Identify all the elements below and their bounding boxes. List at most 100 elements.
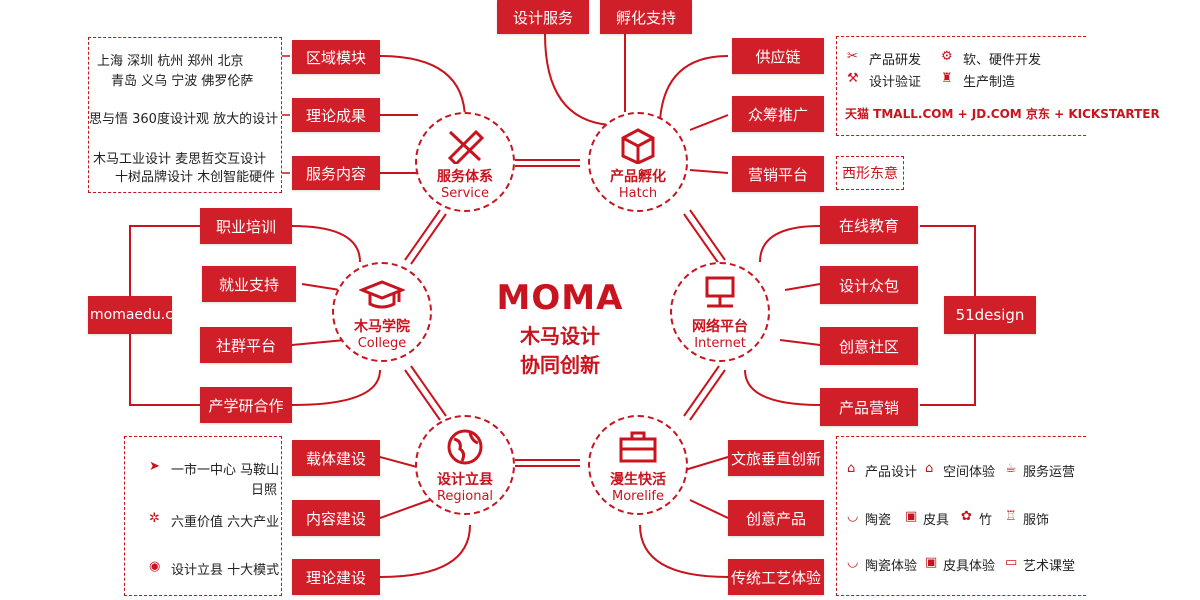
51design-link-label: 51design <box>955 306 1025 324</box>
community-platform-label: 社群平台 <box>215 336 276 355</box>
cup-icon: ☕ <box>1005 461 1017 476</box>
art-class-icon: ▭ <box>1005 555 1018 570</box>
online-education-label: 在线教育 <box>838 216 899 235</box>
xixing-label: 西形东意 <box>842 166 898 182</box>
design-service-box: 设计服务 <box>497 0 589 34</box>
gear-icon: ⚙ <box>941 49 953 64</box>
hub-regional-en: Regional <box>436 488 494 504</box>
design-crowdsourcing-label: 设计众包 <box>838 276 899 295</box>
employment-support-box: 就业支持 <box>202 266 296 302</box>
product-marketing-label: 产品营销 <box>838 398 899 417</box>
content-construction-label: 内容建设 <box>305 509 366 528</box>
design-verification-text: 设计验证 <box>869 75 922 90</box>
design-crowdsourcing-box: 设计众包 <box>820 266 918 304</box>
hub-hatch-zh: 产品孵化 <box>610 168 666 185</box>
morelife-ceramics: 陶瓷 <box>865 513 892 528</box>
incubation-support-box: 孵化支持 <box>600 0 692 34</box>
software-hardware-text: 软、硬件开发 <box>963 53 1042 68</box>
content-construction-box: 内容建设 <box>292 500 380 536</box>
hub-hatch-en: Hatch <box>618 185 658 201</box>
subsidiaries-row-2: 十树品牌设计 木创智能硬件 <box>115 170 276 185</box>
shirt-icon: ♖ <box>1005 509 1017 524</box>
hub-regional: 设计立县 Regional <box>415 415 515 515</box>
monitor-network-icon <box>705 276 735 307</box>
morelife-space-experience: 空间体验 <box>943 465 996 480</box>
service-content-label: 服务内容 <box>305 164 366 183</box>
sparkle-icon: ✲ <box>149 511 160 526</box>
carrier-construction-box: 载体建设 <box>292 440 380 476</box>
center-line-2: 协同创新 <box>520 353 600 377</box>
regional-line-2: 六重价值 六大产业 <box>171 515 280 530</box>
cities-row-1: 上海 深圳 杭州 郑州 北京 <box>97 54 244 69</box>
momaedu-link-label: momaedu.com <box>90 307 196 323</box>
theory-results-box: 理论成果 <box>292 98 380 132</box>
regional-line-1: 一市一中心 马鞍山 <box>171 463 280 478</box>
crowdfunding-box: 众筹推广 <box>732 96 824 132</box>
target-icon: ◉ <box>149 559 161 574</box>
graduation-cap-icon <box>359 279 405 308</box>
moma-logo: MOMA <box>496 278 624 318</box>
toolbox-icon <box>619 431 657 462</box>
product-rd-text: 产品研发 <box>869 53 922 68</box>
hub-morelife-en: Morelife <box>611 488 665 504</box>
send-icon: ➤ <box>149 459 160 474</box>
morelife-bamboo: 竹 <box>979 513 993 528</box>
works-row: 思与悟 360度设计观 放大的设计 <box>89 112 279 127</box>
morelife-art-class: 艺术课堂 <box>1023 559 1076 574</box>
industry-collab-label: 产学研合作 <box>208 396 284 415</box>
supply-chain-label: 供应链 <box>755 47 801 66</box>
tourism-innovation-label: 文旅垂直创新 <box>730 449 821 468</box>
regional-line-3: 设计立县 十大模式 <box>171 563 280 578</box>
morelife-panel: ⌂ 产品设计 ⌂ 空间体验 ☕ 服务运营 ◡ 陶瓷 ▣ 皮具 ✿ 竹 ♖ 服饰 … <box>836 436 1086 596</box>
online-education-box: 在线教育 <box>820 206 918 244</box>
hub-internet: 网络平台 Internet <box>670 262 770 362</box>
hub-service-en: Service <box>440 185 490 201</box>
ruler-pencil-icon <box>447 129 485 164</box>
hub-internet-en: Internet <box>694 335 746 351</box>
regional-panel: ➤ 一市一中心 马鞍山 日照 ✲ 六重价值 六大产业 ◉ 设计立县 十大模式 <box>124 436 282 596</box>
leather-exp-icon: ▣ <box>925 555 938 570</box>
theory-construction-box: 理论建设 <box>292 559 380 595</box>
manufacturing-text: 生产制造 <box>963 75 1016 90</box>
service-content-box: 服务内容 <box>292 156 380 190</box>
subsidiaries-row-1: 木马工业设计 麦思哲交互设计 <box>93 152 267 167</box>
morelife-product-design: 产品设计 <box>865 465 918 480</box>
marketing-platform-label: 营销平台 <box>747 165 808 184</box>
51design-link-box[interactable]: 51design <box>944 296 1036 334</box>
hub-regional-zh: 设计立县 <box>437 471 493 488</box>
design-service-label: 设计服务 <box>512 8 573 27</box>
marketing-platform-box: 营销平台 <box>732 156 824 192</box>
carrier-construction-label: 载体建设 <box>305 449 366 468</box>
morelife-leather: 皮具 <box>923 513 950 528</box>
morelife-service-ops: 服务运营 <box>1023 465 1076 480</box>
employment-support-label: 就业支持 <box>218 275 279 294</box>
hammer-icon: ⚒ <box>847 71 859 86</box>
region-module-label: 区域模块 <box>305 48 366 67</box>
tools-icon: ✂ <box>847 49 858 64</box>
creative-community-label: 创意社区 <box>838 337 899 356</box>
center-logo-block: MOMA 木马设计 协同创新 <box>480 278 640 378</box>
leather-icon: ▣ <box>905 509 918 524</box>
creative-products-label: 创意产品 <box>745 509 806 528</box>
partners-logos: 天猫 TMALL.COM + JD.COM 京东 + KICKSTARTER <box>845 107 1160 121</box>
vocational-training-box: 职业培训 <box>200 208 292 244</box>
hub-morelife: 漫生快活 Morelife <box>588 415 688 515</box>
crowdfunding-label: 众筹推广 <box>747 105 808 124</box>
hub-college-en: College <box>357 335 407 351</box>
hatch-panel: ✂ 产品研发 ⚙ 软、硬件开发 ⚒ 设计验证 ♜ 生产制造 天猫 TMALL.C… <box>836 36 1160 136</box>
hub-college-zh: 木马学院 <box>354 318 410 335</box>
region-module-box: 区域模块 <box>292 40 380 74</box>
box-icon <box>621 127 655 164</box>
hub-morelife-zh: 漫生快活 <box>610 471 666 488</box>
regional-line-1b: 日照 <box>251 483 278 498</box>
ceramic-icon: ◡ <box>847 509 859 524</box>
creative-community-box: 创意社区 <box>820 327 918 365</box>
ceramic-exp-icon: ◡ <box>847 555 859 570</box>
product-icon: ⌂ <box>847 461 856 476</box>
xixing-box: 西形东意 <box>836 156 904 190</box>
momaedu-link-box[interactable]: momaedu.com <box>88 296 195 334</box>
product-marketing-box: 产品营销 <box>820 388 918 426</box>
hub-hatch: 产品孵化 Hatch <box>588 112 688 212</box>
cities-row-2: 青岛 义乌 宁波 佛罗伦萨 <box>111 74 254 89</box>
hub-service-zh: 服务体系 <box>437 168 493 185</box>
